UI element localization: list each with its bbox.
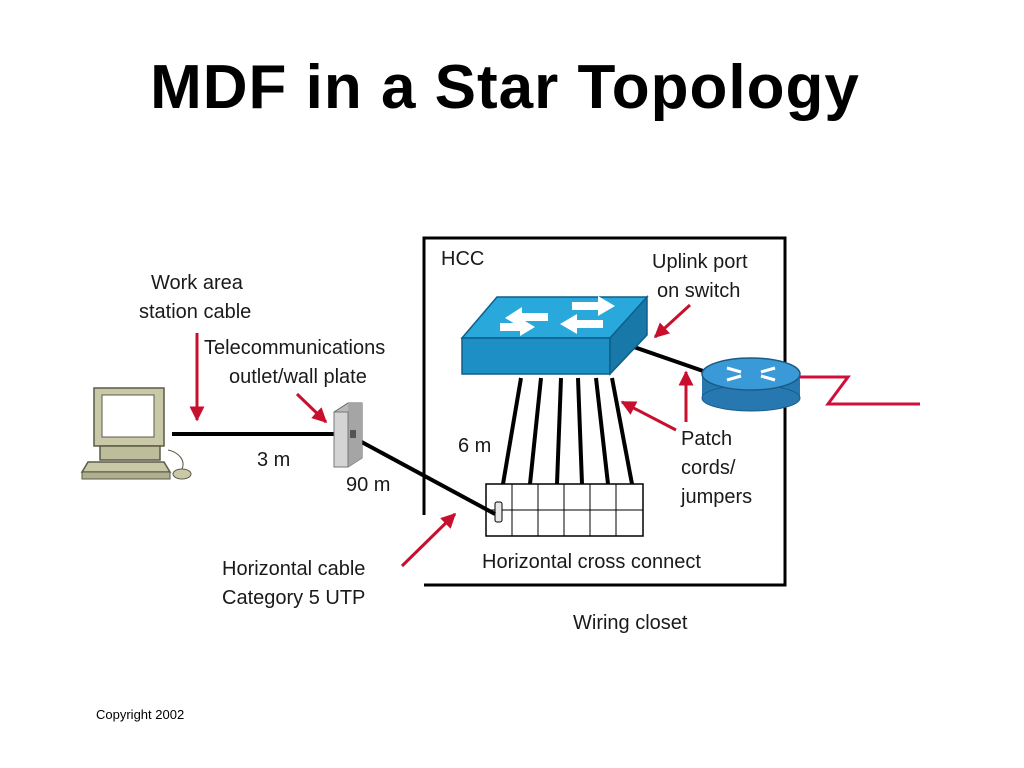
distance-6m-label: 6 m <box>458 435 491 457</box>
horizontal-cross-connect-label: Horizontal cross connect <box>482 551 701 573</box>
uplink-label-line1: Uplink port <box>652 251 748 273</box>
patch-cords <box>501 377 634 485</box>
slide-title: MDF in a Star Topology <box>150 53 860 122</box>
arrow-telecom-outlet <box>295 392 328 424</box>
distance-3m-label: 3 m <box>257 449 290 471</box>
wall-plate-icon <box>333 402 363 468</box>
patch-panel-icon <box>485 483 644 537</box>
arrow-patch-left <box>620 400 677 432</box>
wiring-closet-boundary <box>422 236 787 587</box>
wan-link <box>800 375 920 406</box>
work-area-label-line2: station cable <box>139 301 251 323</box>
switch-icon <box>460 295 649 376</box>
distance-90m-label: 90 m <box>346 474 390 496</box>
uplink-label-line2: on switch <box>657 280 740 302</box>
patch-label-line1: Patch <box>681 428 732 450</box>
horizontal-cable-label-line2: Category 5 UTP <box>222 587 365 609</box>
telecom-label-line2: outlet/wall plate <box>229 366 367 388</box>
uplink-cable <box>627 343 707 374</box>
computer-icon <box>80 387 192 480</box>
patch-label-line2: cords/ <box>681 457 736 479</box>
horizontal-cable <box>357 438 496 516</box>
router-icon <box>701 357 801 412</box>
annotation-arrows <box>189 303 694 568</box>
arrow-horizontal-cable <box>400 512 457 568</box>
copyright-text: Copyright 2002 <box>96 707 185 722</box>
horizontal-cable-label-line1: Horizontal cable <box>222 558 365 580</box>
work-area-label-line1: Work area <box>151 272 244 294</box>
hcc-label: HCC <box>441 248 484 270</box>
telecom-label-line1: Telecommunications <box>204 337 385 359</box>
wiring-closet-label: Wiring closet <box>573 612 688 634</box>
patch-label-line3: jumpers <box>680 486 752 508</box>
arrow-uplink <box>653 303 692 339</box>
